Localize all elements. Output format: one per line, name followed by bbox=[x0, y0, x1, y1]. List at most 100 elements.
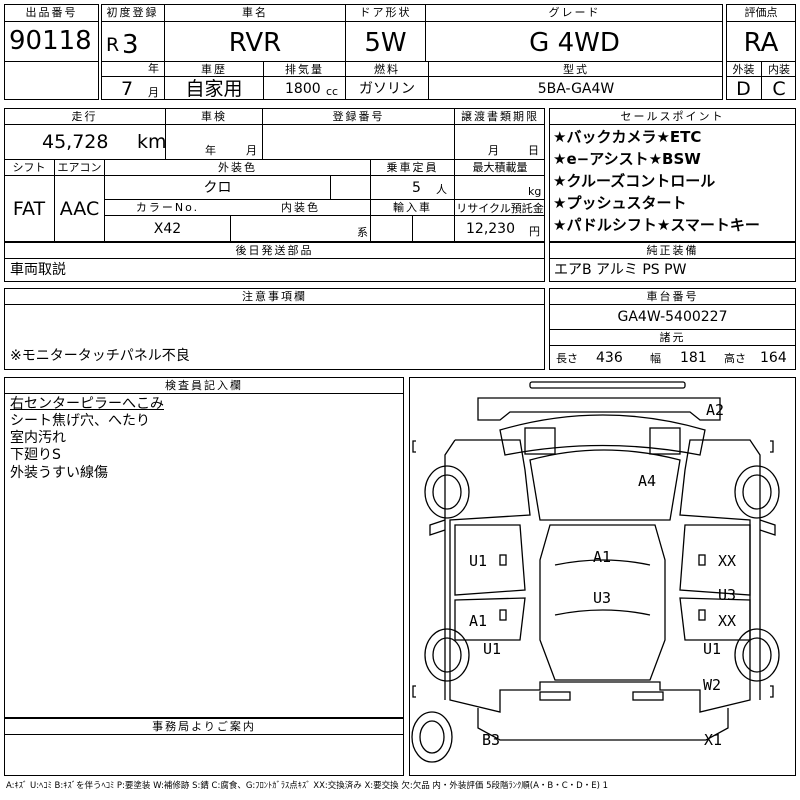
inspector-note: シート焦げ穴、へたり bbox=[10, 413, 150, 429]
mark-u1-left-wheel: U1 bbox=[483, 640, 502, 658]
diagram-door-right-rear bbox=[679, 597, 751, 641]
notes-label: 注意事項欄 bbox=[242, 290, 307, 303]
inspector-note: 右センターピラーへこみ bbox=[10, 396, 164, 412]
diagram-handle-right-rear bbox=[698, 609, 706, 621]
car-name: RVR bbox=[228, 28, 282, 58]
diagram-wheel-rr bbox=[734, 628, 780, 682]
damage-diagram-box bbox=[409, 377, 796, 776]
recycle-label: リサイクル預託金 bbox=[456, 202, 544, 215]
inspector-note: 室内汚れ bbox=[10, 430, 66, 446]
lot-number-box bbox=[4, 4, 99, 100]
mark-w2: W2 bbox=[703, 676, 722, 694]
year-unit: 年 bbox=[148, 62, 159, 75]
mileage-label: 走行 bbox=[71, 110, 98, 123]
mark-x1: X1 bbox=[704, 731, 723, 749]
mileage: 45,728 bbox=[42, 131, 109, 153]
mark-xx-right-top: XX bbox=[718, 552, 737, 570]
ac: AAC bbox=[59, 198, 100, 220]
diagram-headlight-left bbox=[524, 427, 556, 455]
diagram-front-bumper bbox=[477, 397, 721, 421]
color-no: X42 bbox=[153, 221, 182, 237]
score: RA bbox=[743, 28, 779, 58]
ext-color: クロ bbox=[203, 180, 232, 196]
mark-b3: B3 bbox=[482, 731, 501, 749]
inspection-year-unit: 年 bbox=[205, 144, 216, 157]
capacity: 5 bbox=[412, 180, 421, 196]
transfer-day-unit: 日 bbox=[528, 144, 539, 157]
width-value: 181 bbox=[680, 350, 707, 366]
diagram-body-outline bbox=[449, 439, 761, 713]
reg-year: 3 bbox=[122, 30, 139, 60]
diagram-handle-right-front bbox=[698, 554, 706, 566]
reg-month: 7 bbox=[121, 78, 134, 100]
diagram-roof bbox=[539, 524, 666, 681]
diagram-wheel-rr-inner bbox=[742, 637, 772, 673]
displacement: 1800 bbox=[285, 81, 321, 97]
model-label: 型式 bbox=[563, 63, 589, 76]
recycle-unit: 円 bbox=[529, 225, 540, 238]
sales-point-item: ★バックカメラ★ETC bbox=[553, 128, 702, 146]
fuel-label: 燃料 bbox=[374, 63, 400, 76]
vehicle-header-box bbox=[101, 4, 723, 100]
int-color-unit: 系 bbox=[357, 226, 368, 239]
height-label: 高さ bbox=[724, 352, 746, 365]
diagram-windshield bbox=[529, 449, 681, 521]
score-label: 評価点 bbox=[744, 6, 778, 19]
width-label: 幅 bbox=[650, 352, 661, 365]
model: 5BA-GA4W bbox=[537, 81, 615, 97]
sales-point-item: ★e−アシスト★BSW bbox=[553, 150, 701, 168]
diagram-door-right-front bbox=[679, 524, 751, 596]
genuine-value: エアB アルミ PS PW bbox=[554, 262, 687, 278]
interior-score: C bbox=[772, 78, 786, 100]
diagram-headlight-right bbox=[649, 427, 681, 455]
sales-point-item: ★プッシュスタート bbox=[553, 194, 687, 212]
office-label: 事務局よりご案内 bbox=[152, 720, 256, 733]
mark-u1-left: U1 bbox=[469, 552, 488, 570]
ac-label: エアコン bbox=[57, 161, 102, 174]
mark-u3-right: U3 bbox=[718, 586, 737, 604]
after-parts-label: 後日発送部品 bbox=[235, 244, 314, 257]
inspector-label: 検査員記入欄 bbox=[165, 379, 243, 392]
displacement-label: 排気量 bbox=[285, 63, 324, 76]
import-label: 輸入車 bbox=[393, 201, 432, 214]
diagram-brackets-top bbox=[412, 440, 774, 453]
sales-point-item: ★クルーズコントロール bbox=[553, 172, 716, 190]
lot-number: 90118 bbox=[9, 26, 92, 56]
diagram-handle-left-rear bbox=[499, 609, 507, 621]
diagram-door-left-rear bbox=[454, 597, 526, 641]
color-no-label: カラーNo. bbox=[135, 201, 200, 214]
diagram-roof-line-1 bbox=[554, 559, 651, 566]
history: 自家用 bbox=[185, 78, 243, 100]
diagram-mirror-right bbox=[759, 519, 776, 536]
mark-u1-right-wheel: U1 bbox=[703, 640, 722, 658]
after-parts-box bbox=[4, 242, 545, 282]
mark-xx-right: XX bbox=[718, 612, 737, 630]
reg-no-label: 登録番号 bbox=[332, 110, 385, 123]
genuine-label: 純正装備 bbox=[646, 244, 699, 257]
inspection-month-unit: 月 bbox=[246, 144, 257, 157]
grade-label: グレード bbox=[548, 6, 601, 19]
office-box bbox=[4, 718, 404, 776]
diagram-brackets-bottom bbox=[412, 685, 774, 698]
capacity-unit: 人 bbox=[436, 183, 447, 196]
grade: G 4WD bbox=[529, 28, 620, 58]
capacity-label: 乗車定員 bbox=[386, 161, 439, 174]
door-type: 5W bbox=[364, 28, 407, 58]
chassis-number: GA4W-5400227 bbox=[617, 309, 728, 325]
notes-box bbox=[4, 288, 545, 370]
height-value: 164 bbox=[760, 350, 787, 366]
mark-u3-center: U3 bbox=[593, 589, 612, 607]
inspector-note: 下廻りS bbox=[10, 447, 61, 463]
sales-points-box bbox=[549, 108, 796, 242]
ext-color-label: 外装色 bbox=[218, 161, 257, 174]
diagram-wheel-fr bbox=[734, 465, 780, 519]
diagram-spare-wheel-inner bbox=[419, 720, 445, 754]
inspection-label: 車検 bbox=[201, 110, 227, 123]
diagram-wheel-fl bbox=[424, 465, 470, 519]
shift-label: シフト bbox=[12, 161, 46, 174]
transfer-month-unit: 月 bbox=[488, 144, 499, 157]
notes-value: ※モニタータッチパネル不良 bbox=[10, 348, 190, 364]
era: R bbox=[106, 34, 120, 56]
interior-label: 内装 bbox=[768, 63, 790, 76]
